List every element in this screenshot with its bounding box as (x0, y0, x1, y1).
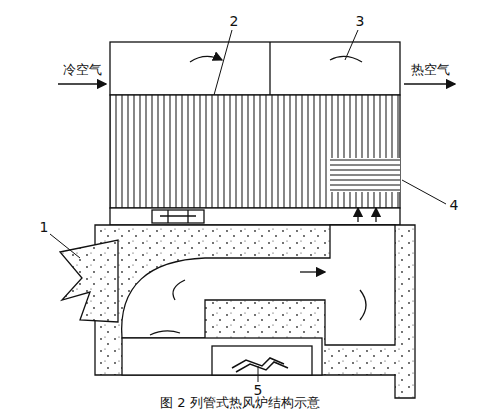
furnace-body (95, 225, 415, 398)
flow-label: 冷空气 (63, 63, 102, 77)
upper-chamber (110, 42, 400, 95)
tube-bank (110, 95, 400, 208)
flow-label: 热空气 (411, 63, 450, 77)
callout-number: 2 (230, 14, 239, 29)
callout-number: 4 (450, 198, 459, 213)
figure-caption: 图 2 列管式热风炉结构示意 (160, 396, 320, 410)
callout-number: 3 (356, 14, 365, 29)
feed-hopper (60, 240, 118, 322)
callout-number: 1 (40, 220, 49, 235)
